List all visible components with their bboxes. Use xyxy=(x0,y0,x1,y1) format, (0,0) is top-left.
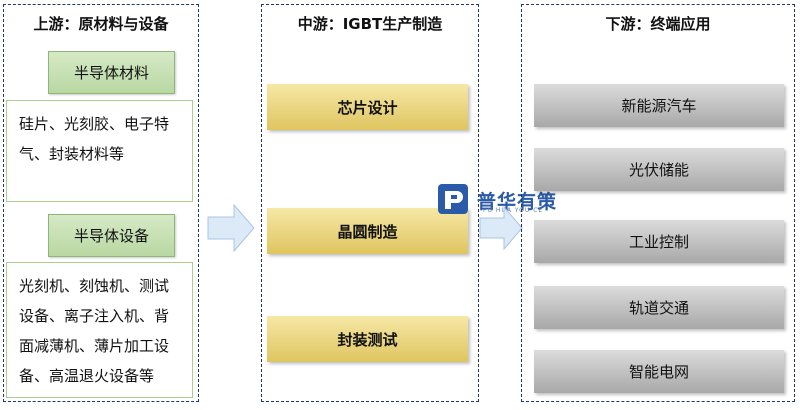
equipment-line: 备、高温退火设备等 xyxy=(19,367,155,385)
midstream-title: 中游：IGBT生产制造 xyxy=(297,15,443,33)
puhua-logo-icon xyxy=(438,184,468,214)
flow-arrow-icon xyxy=(479,205,523,251)
app-rail-transit: 轨道交通 xyxy=(534,286,784,329)
upstream-title: 上游：原材料与设备 xyxy=(33,15,169,33)
downstream-title: 下游：终端应用 xyxy=(605,15,711,33)
downstream-column: 下游：终端应用 xyxy=(521,4,795,402)
upstream-column: 上游：原材料与设备 xyxy=(3,4,199,402)
watermark-name: 普华有策 xyxy=(477,190,558,213)
equipment-line: 面减薄机、薄片加工设 xyxy=(19,337,170,355)
equipment-list: 光刻机、刻蚀机、测试 设备、离子注入机、背 面减薄机、薄片加工设 备、高温退火设… xyxy=(6,262,193,398)
app-ev: 新能源汽车 xyxy=(534,84,784,127)
app-pv-storage: 光伏储能 xyxy=(534,148,784,191)
step-chip-design: 芯片设计 xyxy=(267,84,468,130)
material-list: 硅片、光刻胶、电子特 气、封装材料等 xyxy=(6,100,193,202)
midstream-column: 中游：IGBT生产制造 xyxy=(261,4,479,402)
material-tag: 半导体材料 xyxy=(48,51,175,94)
step-packaging-test: 封装测试 xyxy=(267,316,468,362)
material-line: 硅片、光刻胶、电子特 xyxy=(19,115,170,133)
watermark-logo: 普华有策 PU HUA YOU CE xyxy=(437,183,557,217)
flow-arrow-icon xyxy=(207,203,255,253)
equipment-line: 设备、离子注入机、背 xyxy=(19,307,170,325)
app-industrial-control: 工业控制 xyxy=(534,220,784,263)
equipment-tag: 半导体设备 xyxy=(48,214,175,257)
watermark-sub: PU HUA YOU CE xyxy=(483,207,544,214)
app-smart-grid: 智能电网 xyxy=(534,350,784,393)
step-wafer-fab: 晶圆制造 xyxy=(267,208,468,254)
material-line: 气、封装材料等 xyxy=(19,145,125,163)
equipment-line: 光刻机、刻蚀机、测试 xyxy=(19,277,170,295)
